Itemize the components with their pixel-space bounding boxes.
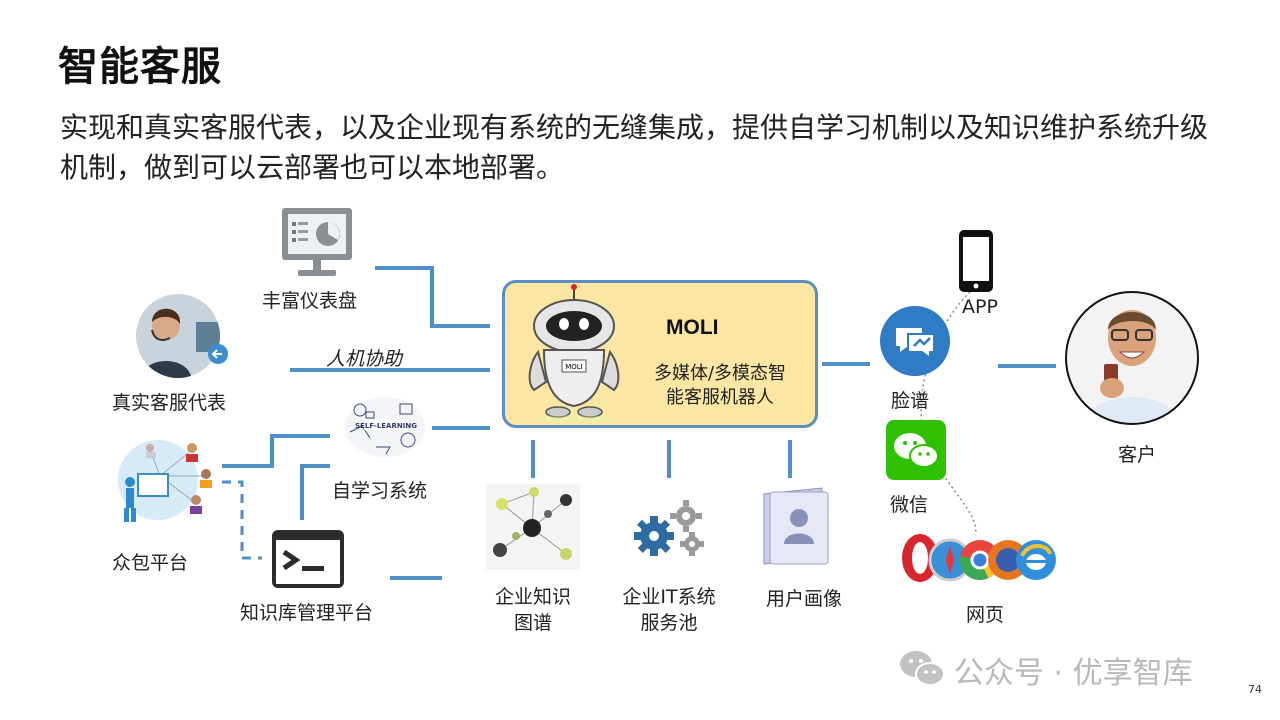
contacts-book-icon: [763, 487, 829, 565]
browsers-icon: [902, 534, 1056, 582]
label-collab: 人机协助: [326, 348, 403, 370]
robot-icon: MOLI: [528, 284, 620, 421]
self-learning-badge: SELF-LEARNING: [355, 422, 417, 430]
label-knowledge-graph: 企业知识 图谱: [494, 586, 571, 634]
page-subtitle: 实现和真实客服代表，以及企业现有系统的无缝集成，提供自学习机制以及知识维护系统升…: [60, 111, 1209, 184]
dashboard-icon: [282, 208, 352, 276]
label-lianpu: 脸谱: [891, 390, 930, 412]
label-app: APP: [962, 296, 998, 318]
label-it-pool: 企业IT系统 服务池: [622, 586, 716, 634]
robot-badge: MOLI: [565, 363, 583, 371]
label-self-learning: 自学习系统: [332, 480, 428, 502]
page-number: 74: [1248, 683, 1262, 696]
agent-photo-icon: [136, 294, 228, 378]
connector-crowd-self: [222, 434, 330, 468]
page-title: 智能客服: [58, 44, 222, 90]
label-crowdsourcing: 众包平台: [112, 552, 189, 574]
crowdsourcing-icon: [118, 440, 212, 522]
gears-icon: [634, 500, 704, 556]
customer-photo-icon: [1065, 291, 1199, 425]
label-customer: 客户: [1118, 444, 1157, 466]
moli-description: 多媒体/多模态智能客服机器人: [653, 363, 787, 408]
phone-icon: [959, 230, 993, 292]
watermark-text: 公众号 · 优享智库: [954, 656, 1193, 691]
label-dashboard: 丰富仪表盘: [262, 290, 358, 312]
moli-title: MOLI: [666, 316, 719, 339]
terminal-icon: [272, 530, 344, 588]
wechat-icon: [886, 420, 946, 480]
facebook-messenger-icon: [880, 306, 950, 376]
connector-lines: [222, 266, 1056, 580]
label-kb-platform: 知识库管理平台: [240, 602, 374, 624]
label-agent: 真实客服代表: [112, 392, 227, 414]
label-user-profile: 用户画像: [766, 588, 843, 610]
connector-dashboard: [375, 266, 490, 328]
wechat-watermark-icon: [900, 651, 945, 686]
self-learning-icon: SELF-LEARNING: [345, 397, 425, 457]
label-web: 网页: [966, 604, 1005, 626]
connector-kb-self: [300, 464, 330, 520]
label-wechat: 微信: [890, 494, 929, 516]
knowledge-graph-icon: [486, 484, 580, 570]
connector-crowd-kb: [222, 480, 262, 560]
